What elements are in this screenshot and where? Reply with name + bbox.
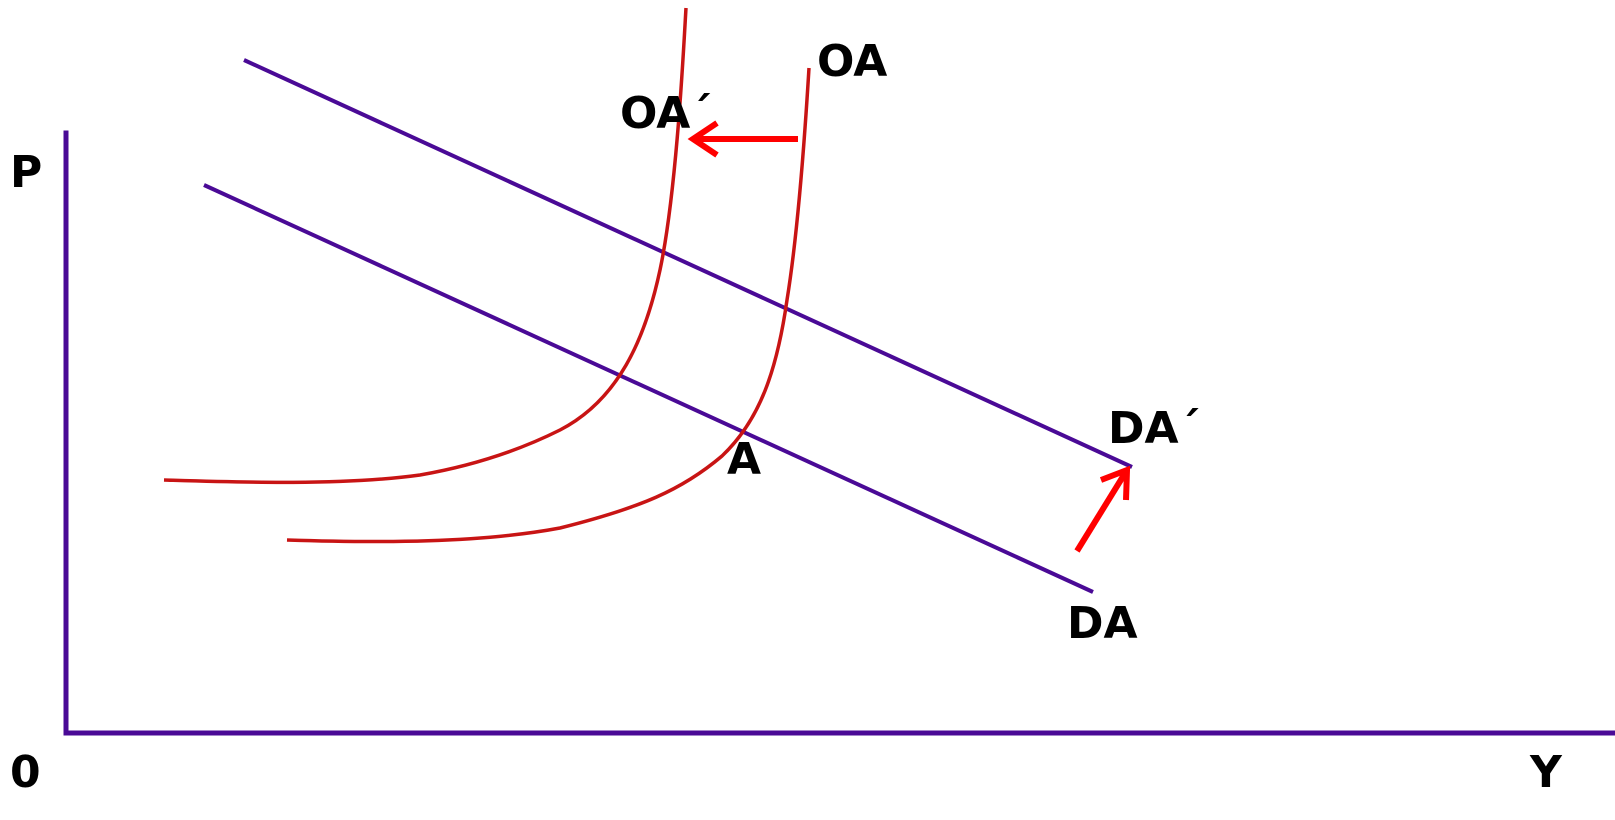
axes [63,130,1615,736]
y-axis-label: P [10,147,42,198]
demand-curve-shifted [243,58,1133,469]
equilibrium-point-label: A [727,434,761,485]
supply-shift-arrow [687,120,798,158]
supply-original-label: OA [817,36,887,87]
origin-label: 0 [10,747,41,798]
demand-curve-original [203,183,1094,594]
demand-shifted-label: DA´ [1108,403,1201,454]
demand-original-label: DA [1067,598,1138,649]
supply-curve-original [286,67,811,544]
supply-shifted-label: OA´ [620,88,712,139]
supply-curve-shifted [163,7,688,485]
x-axis-label: Y [1529,747,1563,798]
demand-shift-arrow [1074,465,1131,553]
